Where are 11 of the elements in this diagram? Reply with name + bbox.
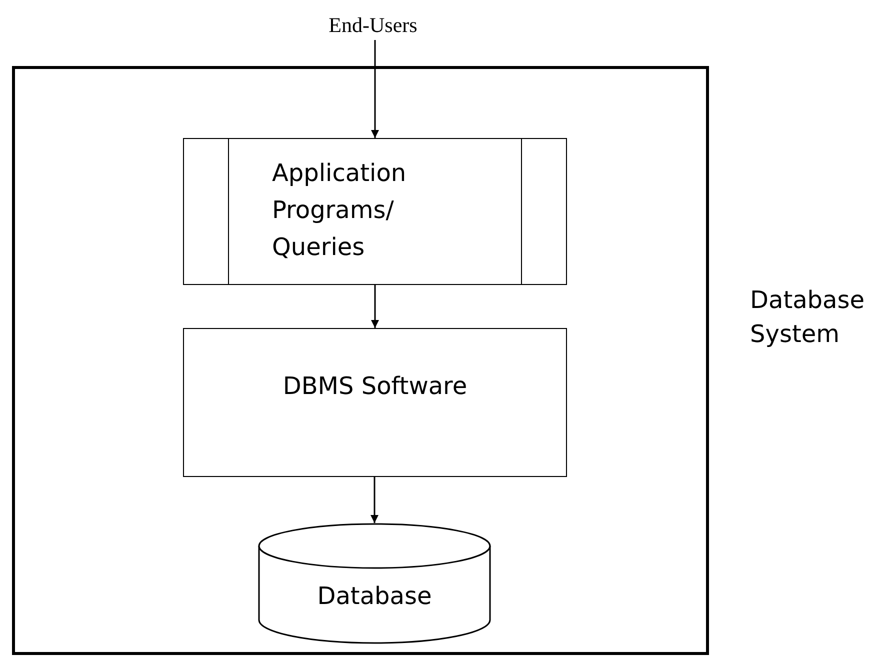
box-label: Application Programs/ Queries (272, 158, 408, 263)
box-label: Database (316, 581, 433, 612)
arrow (371, 40, 379, 138)
database-cylinder (258, 523, 491, 643)
predefined-process-box (183, 138, 567, 285)
arrow (371, 285, 379, 328)
box-label: DBMS Software (282, 371, 468, 402)
arrow (370, 477, 378, 523)
process-box (183, 328, 567, 477)
actor-label: End-Users (300, 10, 446, 40)
frame-heading: Database System (750, 285, 866, 350)
